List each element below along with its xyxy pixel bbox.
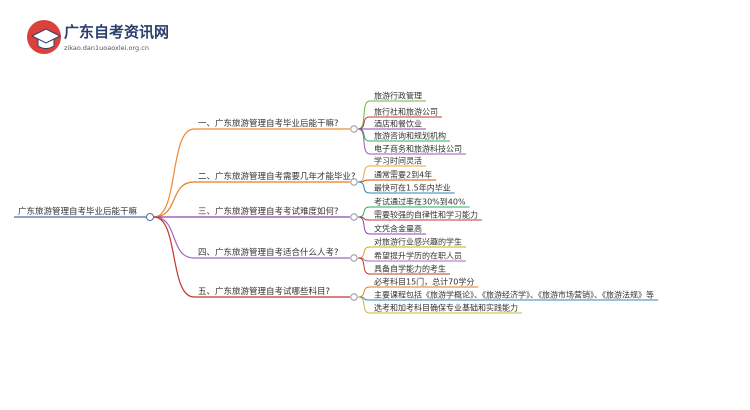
leaf-connector (357, 206, 371, 218)
leaf-label: 考试通过率在30%到40% (374, 197, 466, 207)
leaf-label: 具备自学能力的考生 (374, 264, 446, 274)
leaf-label: 主要课程包括《旅游学概论》、《旅游经济学》、《旅游市场营销》、《旅游法规》等 (374, 290, 654, 300)
branch-label: 一、广东旅游管理自考毕业后能干嘛? (198, 118, 339, 129)
leaf-connector (357, 246, 371, 259)
mindmap-nodes: 广东旅游管理自考毕业后能干嘛 一、广东旅游管理自考毕业后能干嘛? 旅游行政管理旅行社… (18, 91, 654, 313)
branch-node-dot (350, 293, 358, 301)
branch-node-dot (350, 213, 358, 221)
leaf-label: 电子商务和旅游科技公司 (374, 144, 462, 154)
site-logo: 广东自考资讯网 zikao.dan1uoaoxlei.org.cn (27, 20, 169, 54)
branch-label: 三、广东旅游管理自考考试难度如何? (198, 206, 339, 217)
branch-node-dot (350, 125, 358, 133)
branch-node-dot (350, 254, 358, 262)
leaf-connector (357, 286, 371, 298)
branch-connector (153, 216, 195, 298)
branch-label: 四、广东旅游管理自考适合什么人考? (198, 247, 339, 258)
leaf-label: 希望提升学历的在职人员 (374, 251, 462, 261)
leaf-label: 文凭含金量高 (374, 224, 422, 234)
root-node-label: 广东旅游管理自考毕业后能干嘛 (18, 206, 138, 217)
leaf-label: 通常需要2到4年 (374, 170, 432, 180)
site-name: 广东自考资讯网 (64, 23, 169, 41)
leaf-label: 最快可在1.5年内毕业 (374, 183, 451, 193)
leaf-label: 选考和加考科目确保专业基础和实践能力 (374, 303, 518, 313)
leaf-label: 旅游咨询和规划机构 (374, 131, 446, 141)
leaf-connector (357, 216, 371, 235)
graduation-cap-icon (30, 28, 62, 49)
branch-label: 二、广东旅游管理自考需要几年才能毕业? (198, 171, 356, 182)
branch-label: 五、广东旅游管理自考试哪些科目? (198, 286, 330, 297)
leaf-connector (357, 257, 371, 275)
branch-node-dot (350, 178, 358, 186)
leaf-label: 学习时间灵活 (374, 156, 422, 166)
branch-connector (153, 128, 195, 218)
mindmap-edges (14, 100, 658, 314)
leaf-label: 对旅游行业感兴趣的学生 (374, 237, 462, 247)
leaf-connector (357, 128, 371, 155)
leaf-connector (357, 296, 371, 314)
leaf-connector (357, 181, 371, 194)
root-node-dot (146, 213, 154, 221)
branch-connector (153, 216, 195, 259)
leaf-label: 旅游行政管理 (374, 91, 422, 101)
leaf-label: 需要较强的自律性和学习能力 (374, 210, 478, 220)
leaf-label: 酒店和餐饮业 (374, 119, 422, 129)
leaf-connector (357, 100, 371, 130)
branch-connector (153, 181, 195, 218)
site-domain: zikao.dan1uoaoxlei.org.cn (64, 44, 149, 52)
leaf-label: 旅行社和旅游公司 (374, 107, 438, 117)
leaf-label: 必考科目15门，总计70学分 (374, 277, 474, 287)
